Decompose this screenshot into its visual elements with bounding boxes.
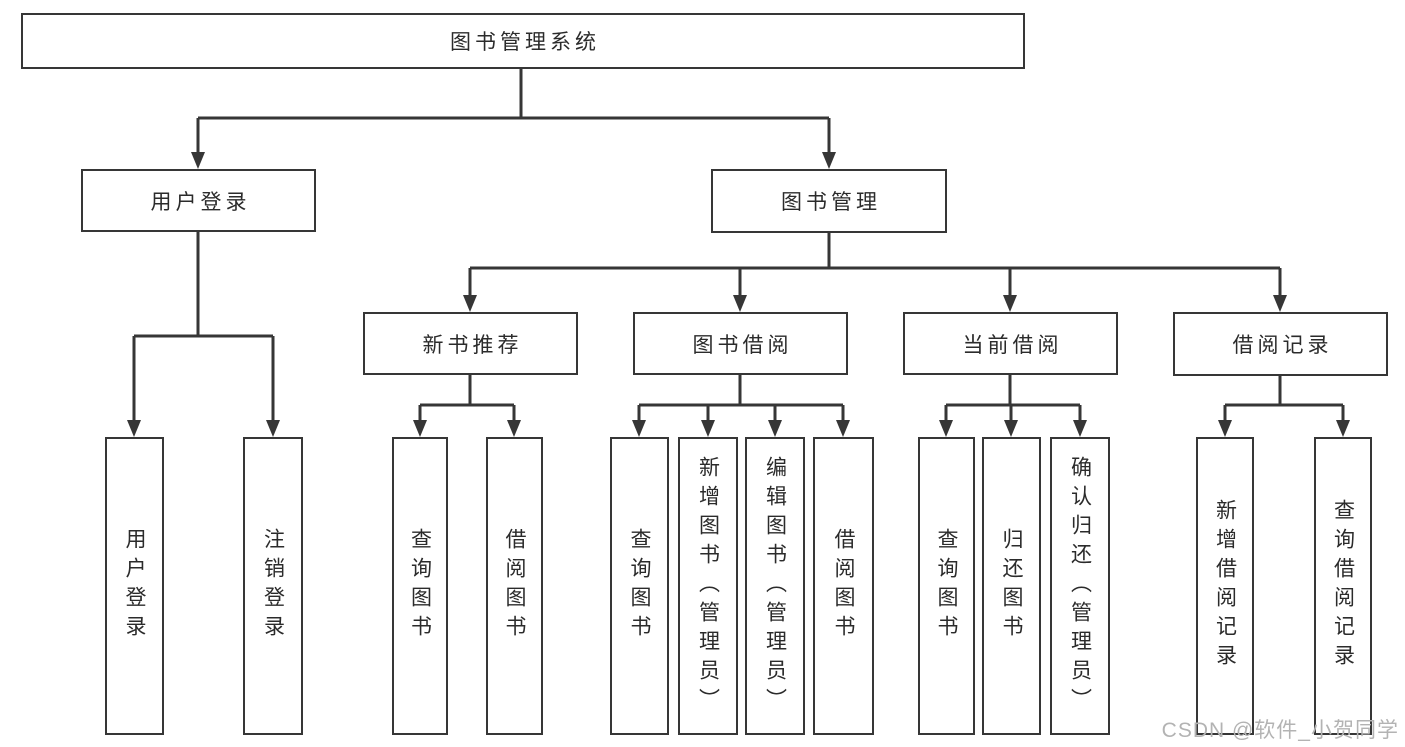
arrowhead — [768, 420, 782, 437]
arrowhead — [1218, 420, 1232, 437]
arrowhead — [939, 420, 953, 437]
node-book-management-group: 图书管理 — [711, 169, 947, 233]
arrowheads — [127, 152, 1350, 437]
arrowhead — [836, 420, 850, 437]
arrowhead — [1273, 295, 1287, 312]
leaf-confirm-return-admin: 确认归还（管理员） — [1050, 437, 1110, 735]
arrowhead — [1003, 295, 1017, 312]
csdn-watermark: CSDN @软件_小贺同学 — [1161, 719, 1399, 742]
arrowhead — [413, 420, 427, 437]
leaf-user-login: 用户登录 — [105, 437, 164, 735]
node-new-book-recommend: 新书推荐 — [363, 312, 578, 375]
connector-bookmgmt-to-level3 — [468, 233, 1282, 297]
arrowhead — [822, 152, 836, 169]
connector-userlogin-to-leaves — [132, 232, 275, 422]
leaf-borrow-book-recommend: 借阅图书 — [486, 437, 543, 735]
leaf-add-borrow-record: 新增借阅记录 — [1196, 437, 1254, 735]
node-user-login-group: 用户登录 — [81, 169, 316, 232]
arrowhead — [733, 295, 747, 312]
arrowhead — [701, 420, 715, 437]
arrowhead — [1336, 420, 1350, 437]
node-current-borrow: 当前借阅 — [903, 312, 1118, 375]
arrowhead — [1004, 420, 1018, 437]
leaf-logout: 注销登录 — [243, 437, 303, 735]
arrowhead — [266, 420, 280, 437]
leaf-query-book-current: 查询图书 — [918, 437, 975, 735]
leaf-add-book-admin: 新增图书（管理员） — [678, 437, 738, 735]
leaf-query-borrow-record: 查询借阅记录 — [1314, 437, 1372, 735]
arrowhead — [1073, 420, 1087, 437]
arrowhead — [127, 420, 141, 437]
node-borrow-records: 借阅记录 — [1173, 312, 1388, 376]
leaf-query-book-recommend: 查询图书 — [392, 437, 448, 735]
arrowhead — [632, 420, 646, 437]
leaf-return-book: 归还图书 — [982, 437, 1041, 735]
arrowhead — [463, 295, 477, 312]
connector-newbook-to-leaves — [418, 375, 516, 422]
arrowhead — [507, 420, 521, 437]
connector-root-to-level2 — [196, 69, 831, 154]
leaf-borrow-book: 借阅图书 — [813, 437, 874, 735]
connector-records-to-leaves — [1223, 375, 1345, 422]
node-book-borrow: 图书借阅 — [633, 312, 848, 375]
arrowhead — [191, 152, 205, 169]
leaf-query-book-borrow: 查询图书 — [610, 437, 669, 735]
connector-current-to-leaves — [944, 375, 1082, 422]
connector-borrow-to-leaves — [637, 375, 845, 422]
leaf-edit-book-admin: 编辑图书（管理员） — [745, 437, 805, 735]
node-library-management-system: 图书管理系统 — [21, 13, 1025, 69]
